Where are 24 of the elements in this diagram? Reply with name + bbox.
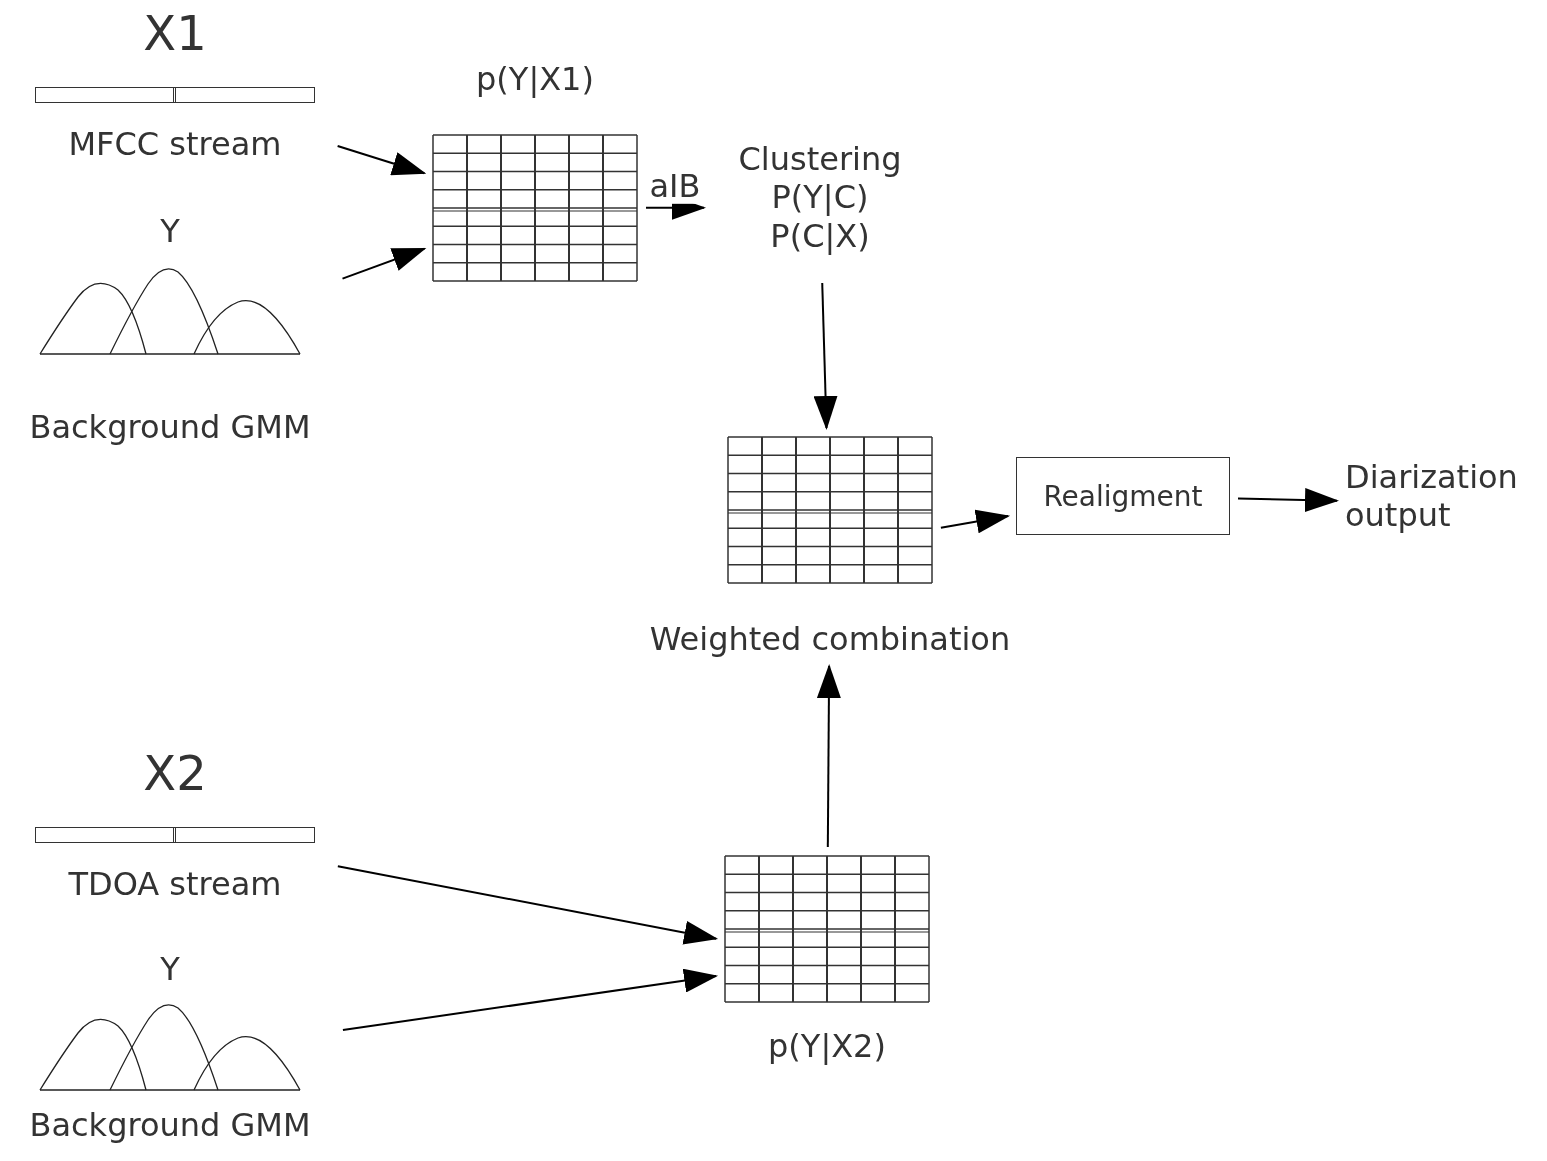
matrix-label: p(Y|X1) <box>476 60 594 99</box>
variable-label: Y <box>160 212 180 251</box>
process-box: Realigment <box>1016 457 1230 535</box>
model-label: Background GMM <box>29 408 311 447</box>
variable-label: Y <box>160 950 180 989</box>
arrow <box>1237 488 1339 512</box>
arrow <box>341 968 719 1031</box>
matrix-label: p(Y|X2) <box>768 1026 886 1065</box>
arrow <box>336 865 719 945</box>
arrow <box>341 247 427 280</box>
variable-label: X2 <box>143 745 207 801</box>
arrow <box>336 145 427 176</box>
output-label: Diarization output <box>1345 458 1519 535</box>
arrow <box>813 282 838 430</box>
stream-label: TDOA stream <box>68 865 282 904</box>
model-label: Background GMM <box>29 1106 311 1145</box>
matrix-label: Weighted combination <box>649 619 1011 658</box>
variable-label: X1 <box>143 5 207 61</box>
arrow <box>939 509 1011 534</box>
process-label: Clustering <box>738 140 902 179</box>
process-label: P(C|X) <box>770 216 870 256</box>
arrow <box>816 664 841 848</box>
stream-label: MFCC stream <box>68 125 282 164</box>
process-label: P(Y|C) <box>771 178 869 217</box>
